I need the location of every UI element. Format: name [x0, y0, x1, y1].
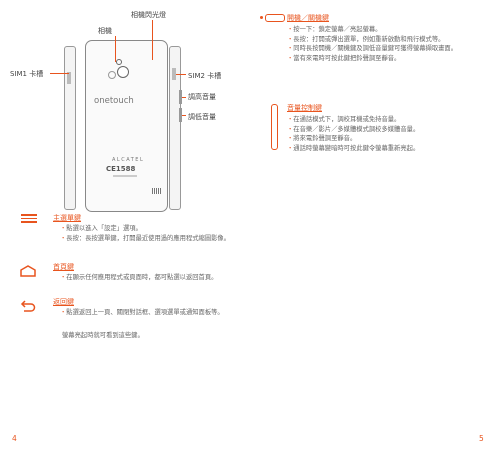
- power-key-title: 開機／關機鍵: [287, 14, 329, 22]
- menu-icon: [21, 214, 37, 223]
- volume-down-leader-h: [182, 115, 186, 116]
- sim2-label: SIM2 卡槽: [188, 72, 222, 80]
- volume-key-bullets: ・在通話模式下，調校耳機或免持音量。 ・在音樂／影片／多媒體模式調校多媒體音量。…: [287, 115, 483, 153]
- sim2-leader: [176, 74, 186, 75]
- camera-module: [108, 71, 116, 79]
- volume-bullet-4: ・通話時螢幕變暗時可按此鍵令螢幕重新亮起。: [287, 144, 420, 152]
- phone-brand: ALCATEL: [112, 157, 145, 163]
- phone-small-print: [113, 175, 137, 177]
- camera-flash: [116, 59, 122, 65]
- power-bullet-4: ・當有來電時可按此鍵把鈴聲調至靜音。: [287, 54, 401, 62]
- power-bullet-2: ・長按：打開或彈出選單，例如重新啟動和飛行模式等。: [287, 35, 445, 43]
- power-key-bullets: ・按一下：鎖定螢幕／亮起螢幕。 ・長按：打開或彈出選單，例如重新啟動和飛行模式等…: [287, 25, 483, 63]
- page-number-right: 5: [479, 434, 484, 443]
- phone-diagram: onetouch ALCATEL CE1588 相機閃光燈 相機 SIM1 卡槽…: [0, 0, 260, 215]
- menu-key-title: 主選單鍵: [53, 214, 81, 222]
- volume-up-button: [179, 90, 182, 104]
- phone-back: onetouch ALCATEL CE1588: [85, 40, 168, 212]
- phone-barcode: [152, 188, 161, 194]
- power-bullet-3: ・同時長按開機／關機鍵及調低音量鍵可獲得螢幕擷取畫面。: [287, 45, 458, 52]
- power-bullet-1: ・按一下：鎖定螢幕／亮起螢幕。: [287, 26, 382, 33]
- home-icon: [20, 262, 36, 281]
- flash-leader-v: [152, 20, 153, 60]
- phone-side-right: [169, 46, 181, 210]
- volume-up-leader-h: [182, 97, 186, 98]
- home-bullet-1: ・在顯示任何應用程式或頁面時，都可點選以返回首頁。: [60, 274, 218, 281]
- home-key-bullets: ・在顯示任何應用程式或頁面時，都可點選以返回首頁。: [60, 273, 240, 283]
- volume-bullet-2: ・在音樂／影片／多媒體模式調校多媒體音量。: [287, 125, 420, 133]
- keys-note: 螢幕亮起時就可看到這些鍵。: [62, 332, 144, 339]
- menu-bullet-2: ・長按：長按選單鍵，打開最近使用過的應用程式縮圖影像。: [60, 234, 231, 242]
- sim1-slot: [67, 72, 71, 84]
- back-key-title: 返回鍵: [53, 298, 74, 306]
- phone-ce-mark: CE1588: [106, 165, 136, 173]
- sim2-slot: [172, 68, 176, 80]
- sim1-label: SIM1 卡槽: [10, 70, 44, 78]
- volume-bullet-1: ・在通話模式下，調校耳機或免持音量。: [287, 116, 401, 123]
- volume-up-label: 調高音量: [188, 93, 216, 101]
- back-key-bullets: ・點選返回上一頁、關閉對話框、選項選單或通知面板等。: [60, 308, 240, 318]
- camera-leader-v: [115, 36, 116, 62]
- menu-key-bullets: ・點選以進入「設定」選項。 ・長按：長按選單鍵，打開最近使用過的應用程式縮圖影像…: [60, 224, 240, 243]
- volume-down-label: 調低音量: [188, 113, 216, 121]
- camera-label: 相機: [98, 27, 112, 35]
- back-icon: [20, 297, 36, 316]
- camera-lens: [117, 66, 129, 78]
- volume-key-title: 音量控制鍵: [287, 104, 322, 112]
- phone-side-left: [64, 46, 76, 210]
- volume-bullet-3: ・將來電鈴聲調至靜音。: [287, 135, 357, 142]
- flash-label: 相機閃光燈: [131, 11, 166, 19]
- back-bullet-1: ・點選返回上一頁、關閉對話框、選項選單或通知面板等。: [60, 309, 224, 316]
- phone-logo: onetouch: [94, 96, 134, 106]
- volume-key-icon: [271, 104, 278, 150]
- volume-down-button: [179, 108, 182, 122]
- page-number-left: 4: [12, 434, 17, 443]
- menu-bullet-1: ・點選以進入「設定」選項。: [60, 225, 142, 232]
- sim1-leader: [50, 73, 69, 74]
- home-key-title: 首頁鍵: [53, 263, 74, 271]
